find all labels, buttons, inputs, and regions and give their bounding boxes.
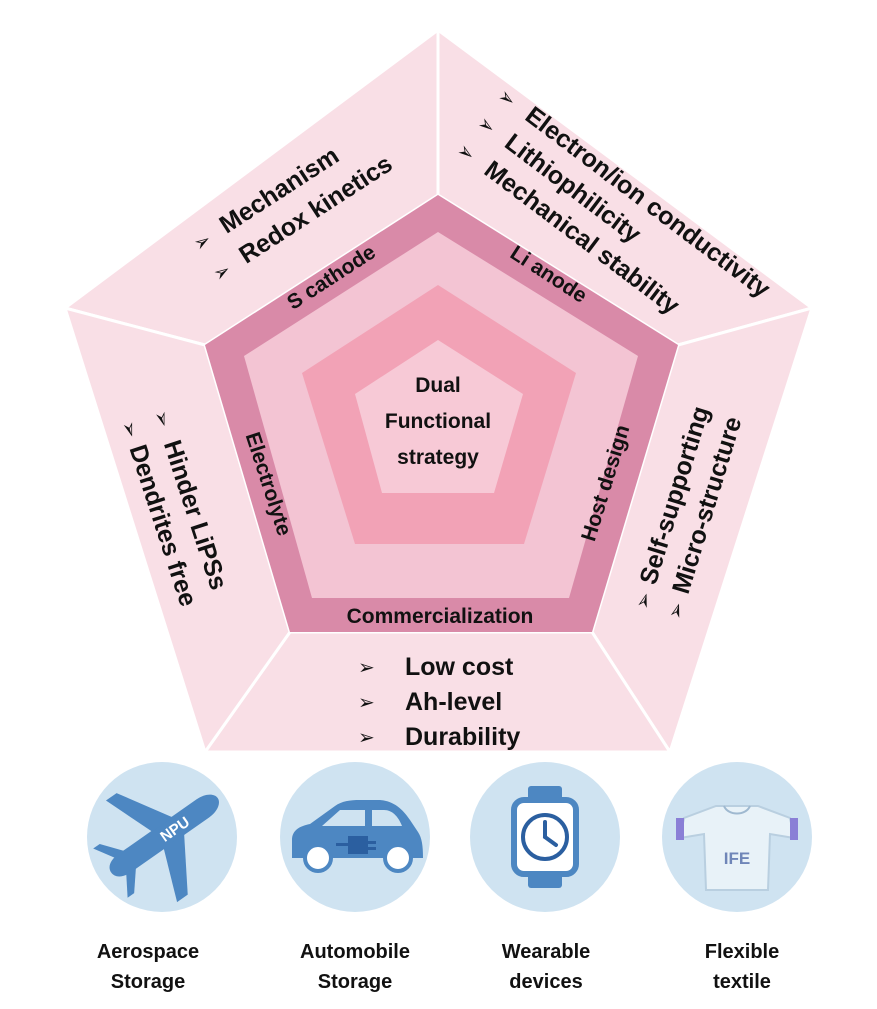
- bullet-arrow-icon: ➢: [358, 727, 375, 749]
- bullet-arrow-icon: ➢: [358, 657, 375, 679]
- bullet-arrow-icon: ➢: [632, 590, 658, 612]
- commercialization-item-3: Durability: [405, 723, 520, 751]
- shirt-icon: IFE: [676, 805, 798, 891]
- center-line-2: Functional: [385, 410, 491, 433]
- smartwatch-icon: [511, 786, 579, 888]
- commercialization-item-2: Ah-level: [405, 688, 502, 716]
- center-line-3: strategy: [397, 446, 479, 469]
- bullet-arrow-icon: ➢: [117, 418, 143, 441]
- application-label-line-2: Storage: [318, 971, 392, 993]
- application-aerospace: NPU Aerospace Storage: [87, 762, 237, 993]
- bullet-arrow-icon: ➢: [664, 599, 690, 621]
- application-label-line-2: textile: [713, 971, 771, 993]
- applications-row: NPU Aerospace Storage Automobile Storage: [87, 762, 812, 993]
- bullet-arrow-icon: ➢: [358, 692, 375, 714]
- application-automobile: Automobile Storage: [280, 762, 430, 993]
- ring-label-commercialization: Commercialization: [347, 605, 534, 628]
- center-line-1: Dual: [415, 374, 461, 397]
- outer-pentagon: [61, 27, 816, 756]
- airplane-icon: NPU: [93, 793, 219, 903]
- center-label: Dual Functional strategy: [385, 374, 491, 469]
- car-icon: [292, 800, 423, 873]
- application-label-line-1: Aerospace: [97, 941, 199, 963]
- application-label-line-1: Automobile: [300, 941, 410, 963]
- commercialization-item-1: Low cost: [405, 653, 514, 681]
- application-label-line-1: Flexible: [705, 941, 779, 963]
- application-textile: IFE Flexible textile: [662, 762, 812, 993]
- application-wearable: Wearable devices: [470, 762, 620, 993]
- application-label-line-2: Storage: [111, 971, 185, 993]
- outer-text-commercialization: ➢ Low cost ➢ Ah-level ➢ Durability: [358, 653, 520, 751]
- application-label-line-2: devices: [509, 971, 582, 993]
- bullet-arrow-icon: ➢: [149, 408, 175, 431]
- strategy-core: [355, 340, 523, 493]
- application-label-line-1: Wearable: [502, 941, 591, 963]
- shirt-badge: IFE: [724, 849, 750, 868]
